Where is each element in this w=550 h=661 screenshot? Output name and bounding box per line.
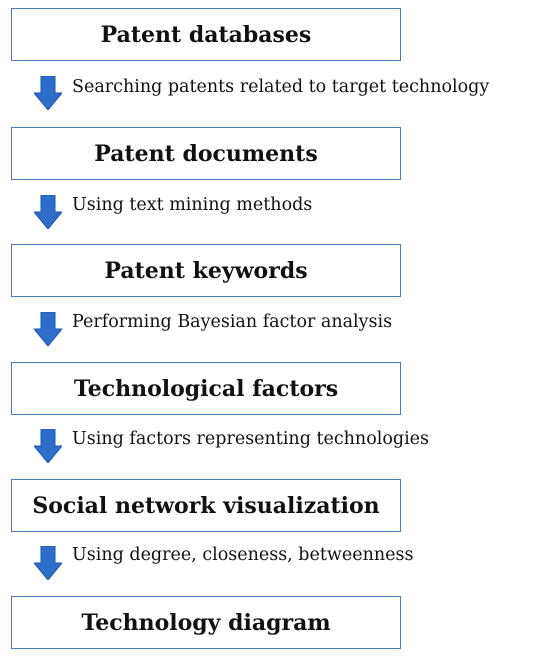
stage-label: Patent documents xyxy=(94,140,318,167)
transition-label: Performing Bayesian factor analysis xyxy=(72,312,393,332)
down-arrow-icon xyxy=(34,312,62,346)
transition-label: Searching patents related to target tech… xyxy=(72,77,490,97)
stage-box-patent-documents: Patent documents xyxy=(11,127,401,180)
stage-box-patent-databases: Patent databases xyxy=(11,8,401,61)
stage-label: Patent databases xyxy=(100,21,312,48)
stage-box-technology-diagram: Technology diagram xyxy=(11,596,401,649)
stage-label: Technological factors xyxy=(73,375,339,402)
stage-box-technological-factors: Technological factors xyxy=(11,362,401,415)
down-arrow-icon xyxy=(34,195,62,229)
down-arrow-icon xyxy=(34,429,62,463)
stage-box-social-network-visualization: Social network visualization xyxy=(11,479,401,532)
stage-box-patent-keywords: Patent keywords xyxy=(11,244,401,297)
stage-label: Patent keywords xyxy=(104,257,308,284)
transition-label: Using text mining methods xyxy=(72,195,313,215)
transition-label: Using degree, closeness, betweenness xyxy=(72,545,414,565)
down-arrow-icon xyxy=(34,76,62,110)
stage-label: Social network visualization xyxy=(32,492,380,519)
stage-label: Technology diagram xyxy=(81,609,331,636)
down-arrow-icon xyxy=(34,546,62,580)
transition-label: Using factors representing technologies xyxy=(72,429,430,449)
